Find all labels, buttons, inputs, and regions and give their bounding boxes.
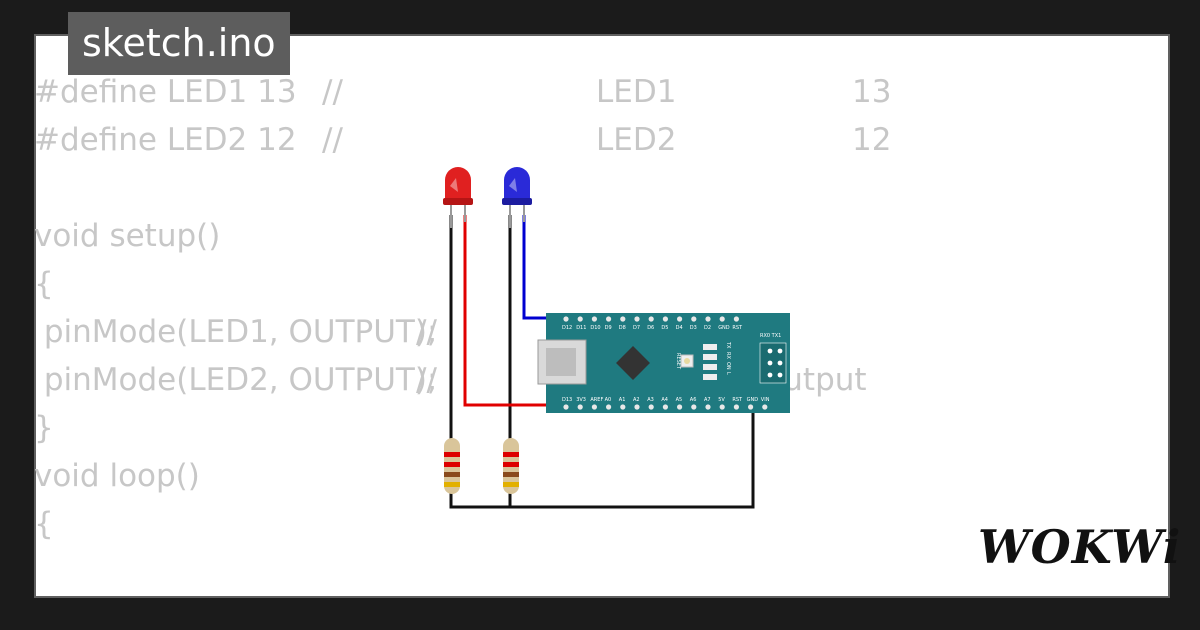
pin-label: RST xyxy=(732,325,743,331)
pin-bottom[interactable] xyxy=(691,404,697,410)
code-token: LED1 xyxy=(596,74,677,110)
pin-bottom[interactable] xyxy=(563,404,569,410)
pin-bottom[interactable] xyxy=(733,404,740,410)
pin-top[interactable] xyxy=(563,316,569,322)
led-blue[interactable] xyxy=(502,167,532,228)
pin-label: A4 xyxy=(661,397,668,403)
pin-top[interactable] xyxy=(705,316,711,322)
pin-top[interactable] xyxy=(577,316,583,322)
code-token: } xyxy=(34,410,54,446)
serial-label: RX0 TX1 xyxy=(760,333,781,339)
code-token: void loop() xyxy=(34,458,200,494)
reset-label: RESET xyxy=(675,353,681,370)
pin-label: GND xyxy=(747,397,759,403)
status-led-label: L xyxy=(725,372,731,375)
code-token: LED2 xyxy=(596,122,677,158)
pin-bottom[interactable] xyxy=(662,404,669,410)
pin-label: A0 xyxy=(605,397,612,403)
pin-label: D13 xyxy=(562,397,572,403)
pin-label: GND xyxy=(718,325,730,331)
pin-top[interactable] xyxy=(634,316,640,322)
pin-top[interactable] xyxy=(719,316,725,322)
pin-bottom[interactable] xyxy=(620,404,626,410)
pin-top[interactable] xyxy=(606,316,612,322)
pin-label: AREF xyxy=(590,397,603,403)
pin-bottom[interactable] xyxy=(677,404,683,410)
code-token: // xyxy=(416,314,437,350)
pin-label: D10 xyxy=(590,325,600,331)
pin-label: D5 xyxy=(661,325,668,331)
microcontroller-chip xyxy=(616,346,650,380)
pin-label: D8 xyxy=(619,325,626,331)
pin-label: A5 xyxy=(676,397,683,403)
pin-label: 3V3 xyxy=(576,397,586,403)
resistor-1[interactable] xyxy=(444,438,460,494)
pin-label: A3 xyxy=(647,397,654,403)
pin-top[interactable] xyxy=(662,316,669,322)
code-token: { xyxy=(34,266,54,302)
code-token: // xyxy=(322,122,343,158)
pin-bottom[interactable] xyxy=(719,404,725,410)
pin-label: VIN xyxy=(761,397,770,403)
status-led-label: RX xyxy=(725,352,731,359)
pin-label: D9 xyxy=(605,325,612,331)
pin-bottom[interactable] xyxy=(606,404,612,410)
pin-label: D12 xyxy=(562,325,572,331)
code-token: { xyxy=(34,506,54,542)
pin-label: D7 xyxy=(633,325,640,331)
code-token: 13 xyxy=(852,74,892,110)
resistor-2[interactable] xyxy=(503,438,519,494)
code-token: // xyxy=(416,362,437,398)
code-token: void setup() xyxy=(34,218,221,254)
file-tab[interactable]: sketch.ino xyxy=(68,12,290,75)
pin-label: A2 xyxy=(633,397,640,403)
pin-bottom[interactable] xyxy=(634,404,640,410)
pin-bottom[interactable] xyxy=(591,404,598,410)
pin-bottom[interactable] xyxy=(577,404,583,410)
code-token: 12 xyxy=(852,122,892,158)
pin-label: RST xyxy=(732,397,743,403)
pin-top[interactable] xyxy=(648,316,654,322)
pin-label: D3 xyxy=(690,325,697,331)
pin-top[interactable] xyxy=(591,316,598,322)
pin-label: A6 xyxy=(690,397,697,403)
pin-label: D4 xyxy=(676,325,683,331)
wire-black-led1 xyxy=(449,215,755,509)
code-token: // xyxy=(322,74,343,110)
pin-label: D11 xyxy=(576,325,586,331)
code-token: pinMode(LED2, OUTPUT); xyxy=(34,362,438,398)
pin-label: A1 xyxy=(619,397,626,403)
led-red[interactable] xyxy=(443,167,473,228)
code-token: #define LED1 13 xyxy=(34,74,297,110)
pin-top[interactable] xyxy=(620,316,626,322)
pin-label: 5V xyxy=(718,397,725,403)
pin-top[interactable] xyxy=(677,316,683,322)
pin-bottom[interactable] xyxy=(748,404,754,410)
code-token: pinMode(LED1, OUTPUT); xyxy=(34,314,438,350)
pin-label: D2 xyxy=(704,325,711,331)
wire-red xyxy=(463,215,566,407)
wire-blue xyxy=(522,215,566,320)
status-led-label: TX xyxy=(725,341,731,349)
pin-bottom[interactable] xyxy=(705,404,711,410)
pin-top[interactable] xyxy=(691,316,697,322)
file-tab-label: sketch.ino xyxy=(82,21,276,65)
pin-label: D6 xyxy=(647,325,654,331)
code-token: #define LED2 12 xyxy=(34,122,297,158)
pin-bottom[interactable] xyxy=(648,404,654,410)
pin-label: A7 xyxy=(704,397,711,403)
status-led-label: ON xyxy=(725,362,731,370)
pin-top[interactable] xyxy=(733,316,740,322)
pin-bottom[interactable] xyxy=(762,404,768,410)
wokwi-logo: WOKWi xyxy=(978,520,1182,574)
